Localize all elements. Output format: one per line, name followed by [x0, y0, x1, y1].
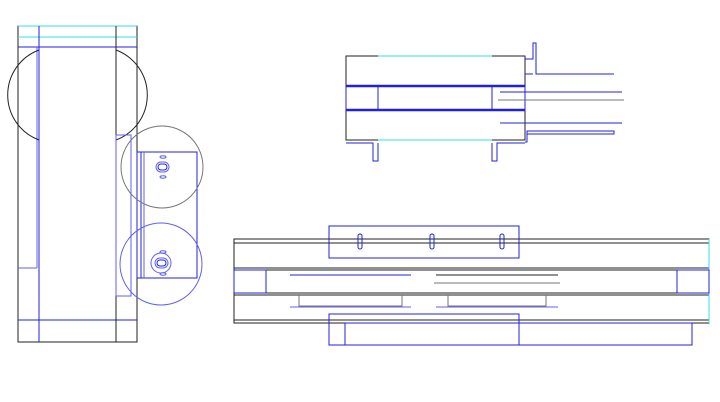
top-view — [345, 42, 624, 162]
bolt-circle — [119, 222, 203, 306]
slot — [357, 233, 363, 250]
slot — [429, 233, 435, 250]
bolt-circle — [120, 125, 204, 209]
slot — [499, 233, 505, 250]
side-view — [7, 25, 204, 343]
front-view — [233, 225, 710, 346]
